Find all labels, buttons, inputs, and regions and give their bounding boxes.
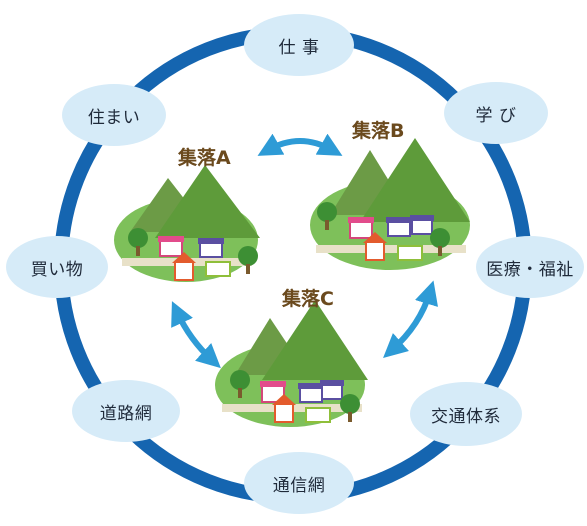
ring-item-shopping: 買い物: [6, 236, 108, 298]
ring-item-work: 仕 事: [244, 14, 354, 76]
village-c-label: 集落C: [282, 288, 334, 310]
village-b-label: 集落B: [352, 120, 405, 142]
village-c-illustration: [215, 300, 368, 427]
ring-item-learning: 学 び: [444, 82, 548, 144]
village-a-label: 集落A: [178, 147, 231, 169]
arrow-a-b: [257, 133, 343, 156]
ring-item-medical-welfare: 医療・福祉: [476, 236, 584, 298]
arrow-b-c: [383, 280, 438, 358]
ring-item-road-network: 道路網: [72, 380, 180, 442]
ring-item-transport-system: 交通体系: [410, 382, 522, 446]
village-a-illustration: [114, 165, 260, 282]
arrow-a-c: [171, 301, 221, 369]
ring-item-communication-network: 通信網: [244, 452, 354, 514]
ring-item-housing: 住まい: [62, 84, 166, 146]
village-b-illustration: [310, 138, 470, 270]
